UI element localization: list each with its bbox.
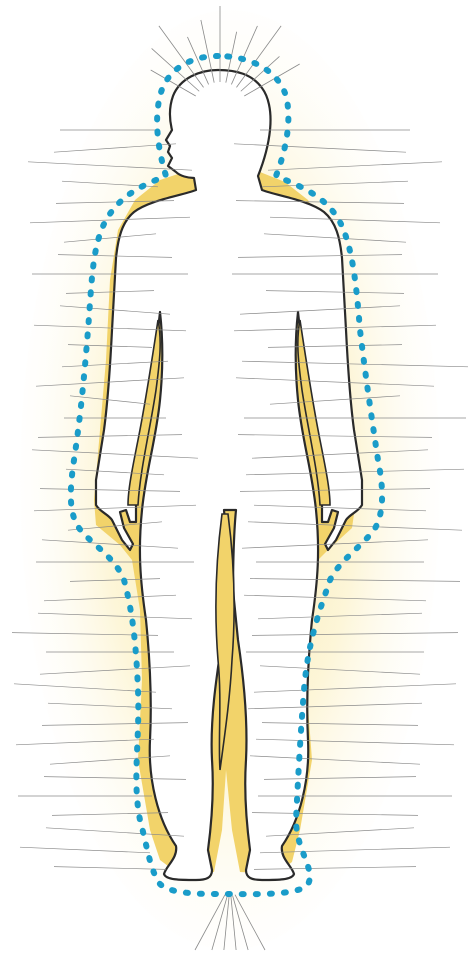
- aura-diagram-svg: [0, 0, 470, 959]
- aura-diagram: [0, 0, 470, 959]
